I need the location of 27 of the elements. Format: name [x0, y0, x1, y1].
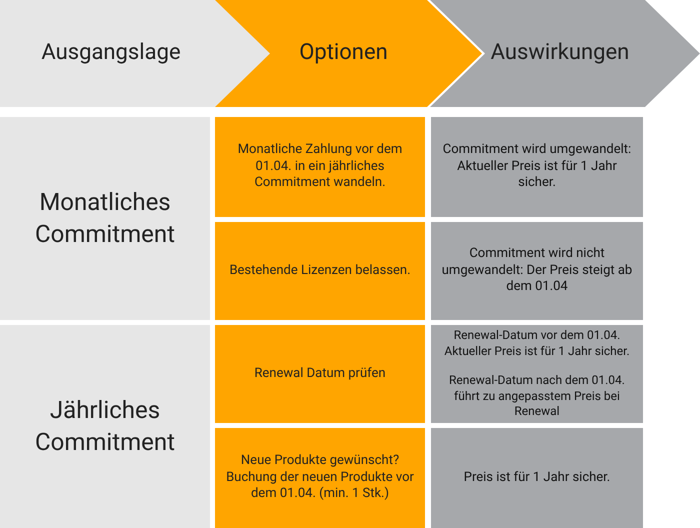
- option-text: Renewal Datum prüfen: [254, 366, 386, 382]
- effect-text: Renewal-Datum vor dem 01.04. Aktueller Preis ist für 1 Jahr sicher.: [443, 328, 631, 360]
- row-header-text: Monatliches Commitment: [34, 187, 176, 250]
- effect-text: Commitment wird nicht umgewandelt: Der Preis steigt ab dem 01.04: [441, 246, 633, 296]
- header-text: Ausgangslage: [41, 39, 181, 68]
- effect-text: Renewal-Datum nach dem 01.04. führt zu angepasstem Preis bei Renewal: [448, 373, 626, 420]
- effect-text: Commitment wird umgewandelt: Aktueller Preis ist für 1 Jahr sicher.: [442, 142, 632, 192]
- effect-text: Preis ist für 1 Jahr sicher.: [464, 470, 610, 486]
- option-text: Bestehende Lizenzen belassen.: [229, 262, 411, 280]
- option-cell: [215, 325, 425, 423]
- effect-cell: [431, 222, 643, 320]
- option-cell: [215, 428, 425, 528]
- effect-cell: [431, 117, 643, 217]
- header-text: Auswirkungen: [490, 39, 630, 68]
- effect-cell: [431, 428, 643, 528]
- option-text: Monatliche Zahlung vor dem 01.04. in ein jährliches Commitment wandeln.: [236, 142, 404, 192]
- effect-cell: [431, 325, 643, 423]
- chevron-header: [0, 0, 272, 107]
- row-header-text: Jährliches Commitment: [34, 395, 176, 458]
- option-text: Neue Produkte gewünscht? Buchung der neuen Produkte vor dem 01.04. (min. 1 Stk.): [225, 452, 415, 504]
- option-cell: [215, 117, 425, 217]
- row-header-cell: [0, 325, 210, 528]
- chevron-header: [215, 0, 482, 107]
- row-header-cell: [0, 117, 210, 320]
- option-cell: [215, 222, 425, 320]
- chevron-header: [430, 0, 700, 107]
- header-text: Optionen: [299, 39, 388, 68]
